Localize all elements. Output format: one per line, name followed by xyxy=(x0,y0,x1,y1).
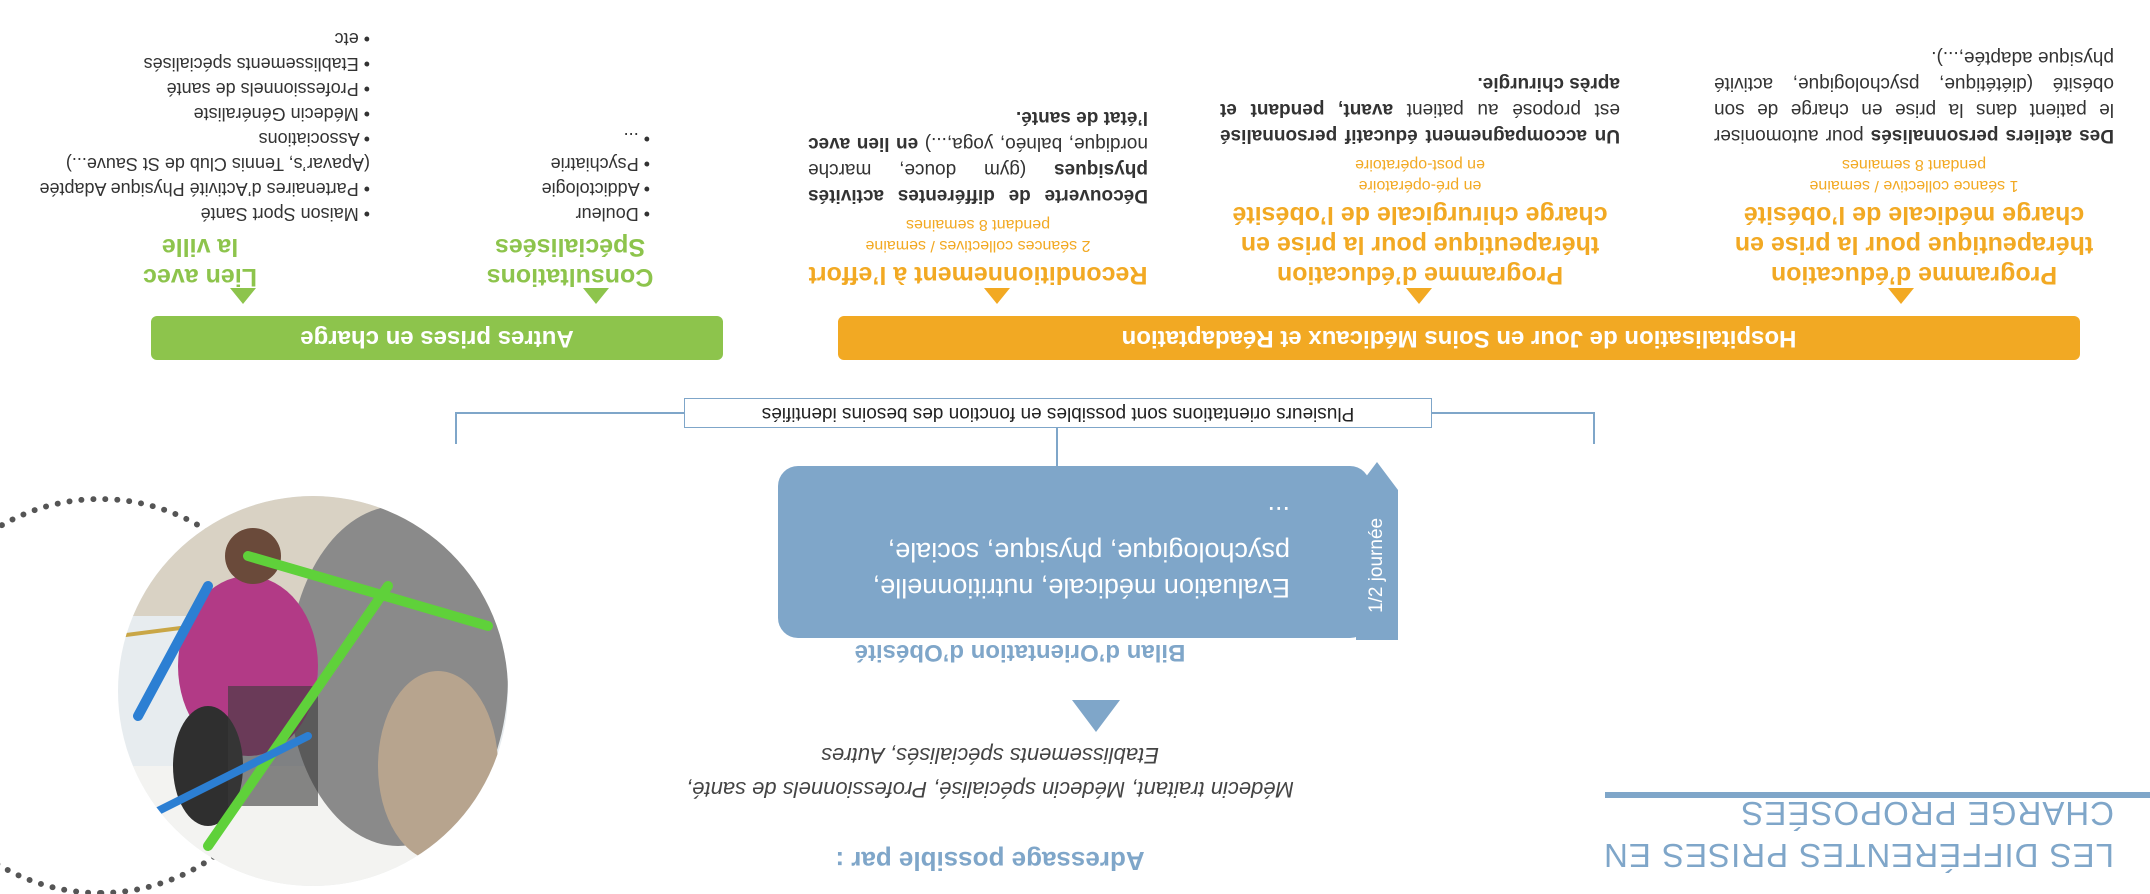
arrow-col3-icon xyxy=(984,288,1010,304)
duration-label: 1/2 journée xyxy=(1366,517,1387,613)
ville-block: Lien avec la ville Maison Sport Santé Pa… xyxy=(30,26,370,292)
hdj-col-medical: Programme d’éducation thérapeutique pour… xyxy=(1714,44,2114,290)
bilan-line2: psychologique, physique, sociale, ... xyxy=(887,501,1290,567)
referral-heading: Adressage possible par : xyxy=(835,846,1145,876)
consultations-title2: Spécialisées xyxy=(494,233,646,261)
list-item: Douleur xyxy=(450,201,650,226)
title-rule xyxy=(1605,792,2150,798)
hdj-col3-sub1: 2 séances collectives / semaine xyxy=(865,237,1091,254)
hdj-col1-desc: Des ateliers personnalisés pour automoni… xyxy=(1714,44,2114,148)
bilan-box: Evaluation médicale, nutritionnelle, psy… xyxy=(778,466,1370,638)
consultations-title1: Consultations xyxy=(486,263,654,291)
hdj-col2-title: Programme d’éducation thérapeutique pour… xyxy=(1232,201,1608,289)
ville-title1: Lien avec xyxy=(143,263,257,291)
hdj-col1-title: Programme d’éducation thérapeutique pour… xyxy=(1734,201,2094,289)
list-item: Professionnels de santé xyxy=(30,76,370,101)
hdj-col2-desc-rest: est proposé au patient xyxy=(1393,99,1620,120)
hdj-bar: Hospitalisation de Jour en Soins Médicau… xyxy=(838,316,2080,360)
activity-photo xyxy=(118,496,508,886)
hdj-col1-sub2: pendant 8 semaines xyxy=(1841,156,1987,173)
ville-title2: la ville xyxy=(161,233,239,261)
hdj-col2-desc: Un accompagnement éducatif personnalisé … xyxy=(1220,70,1620,148)
hdj-col1-desc-bold: Des ateliers personnalisés xyxy=(1870,125,2114,146)
hdj-col2-desc-bold: Un accompagnement éducatif personnalisé xyxy=(1220,125,1620,146)
hdj-col-chirurgical: Programme d’éducation thérapeutique pour… xyxy=(1220,70,1620,290)
hdj-col3-sub2: pendant 8 semaines xyxy=(905,216,1051,233)
list-item: Partenaires d’Activité Physique Adaptée … xyxy=(30,151,370,201)
list-item: ... xyxy=(450,126,650,151)
list-item: Associations xyxy=(30,126,370,151)
duration-arrow-icon xyxy=(1356,462,1398,490)
referral-text: Médecin traitant, Médecin spécialisé, Pr… xyxy=(590,738,1390,806)
autres-bar: Autres prises en charge xyxy=(151,316,723,360)
arrow-to-bilan-icon xyxy=(1072,700,1120,732)
referral-line2: Etablissements spécialisés, Autres xyxy=(821,743,1159,768)
bilan-heading: Bilan d’Orientation d’Obésité xyxy=(854,639,1186,666)
consultations-list: Douleur Addictologie Psychiatrie ... xyxy=(450,126,690,226)
arrow-col1-icon xyxy=(1888,288,1914,304)
list-item: Addictologie xyxy=(450,176,650,201)
arrow-col2-icon xyxy=(1406,288,1432,304)
hdj-col3-desc: Découverte de différentes activités phys… xyxy=(808,104,1148,208)
list-item: Etablissements spécialisés xyxy=(30,51,370,76)
list-item: etc xyxy=(30,26,370,51)
list-item: Médecin Généraliste xyxy=(30,101,370,126)
hdj-col1-sub1: 1 séance collective / semaine xyxy=(1809,177,2019,194)
hdj-col2-sub1: en pré-opératoire xyxy=(1358,177,1482,194)
hdj-col3-title: Reconditionnement à l’effort xyxy=(808,261,1148,289)
referral-line1: Médecin traitant, Médecin spécialisé, Pr… xyxy=(686,777,1294,802)
page-title-line1: LES DIFFÉRENTES PRISES EN xyxy=(1603,837,2114,874)
ville-list: Maison Sport Santé Partenaires d’Activit… xyxy=(30,26,370,226)
activity-photo-illustration xyxy=(118,496,508,886)
page-title-line2: CHARGE PROPOSÉES xyxy=(1740,795,2114,832)
hdj-col2-sub2: en post-opératoire xyxy=(1355,156,1485,173)
orientation-note: Plusieurs orientations sont possibles en… xyxy=(684,398,1432,428)
list-item: Psychiatrie xyxy=(450,151,650,176)
consultations-block: Consultations Spécialisées Douleur Addic… xyxy=(450,126,690,292)
page-title: LES DIFFÉRENTES PRISES EN CHARGE PROPOSÉ… xyxy=(1603,792,2114,876)
list-item: Maison Sport Santé xyxy=(30,201,370,226)
hdj-col-reconditionnement: Reconditionnement à l’effort 2 séances c… xyxy=(808,104,1148,290)
bilan-line1: Evaluation médicale, nutritionnelle, xyxy=(872,573,1290,603)
